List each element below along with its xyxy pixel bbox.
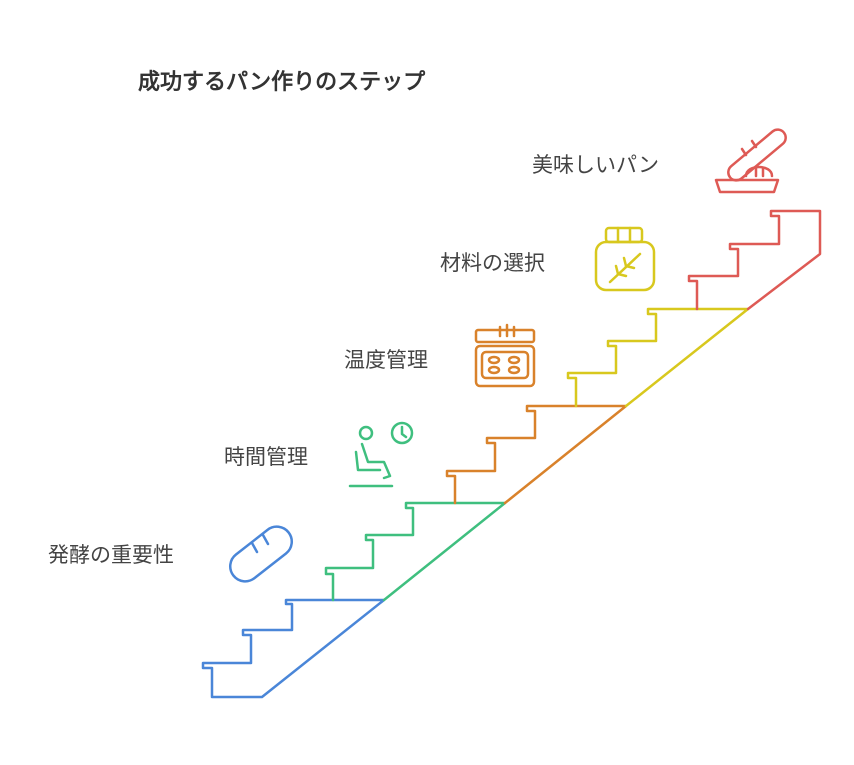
diagram-title: 成功するパン作りのステップ bbox=[138, 70, 426, 95]
step-label-delicious-bread: 美味しいパン bbox=[532, 153, 660, 177]
step-label-temperature: 温度管理 bbox=[344, 348, 428, 372]
stair-section-green bbox=[324, 501, 507, 602]
ingredient-jar-icon bbox=[594, 226, 656, 292]
step-label-ingredients: 材料の選択 bbox=[440, 251, 545, 275]
stair-section-orange bbox=[445, 404, 628, 505]
step-label-fermentation: 発酵の重要性 bbox=[48, 543, 174, 567]
bread-basket-icon bbox=[714, 128, 787, 194]
oven-heat-icon bbox=[474, 323, 536, 388]
person-waiting-clock-icon bbox=[348, 421, 414, 488]
step-label-time-management: 時間管理 bbox=[224, 445, 308, 469]
stair-section-blue bbox=[201, 598, 386, 699]
stair-section-yellow bbox=[566, 307, 750, 408]
stair-section-red bbox=[687, 209, 822, 311]
bread-loaf-icon bbox=[228, 525, 294, 583]
